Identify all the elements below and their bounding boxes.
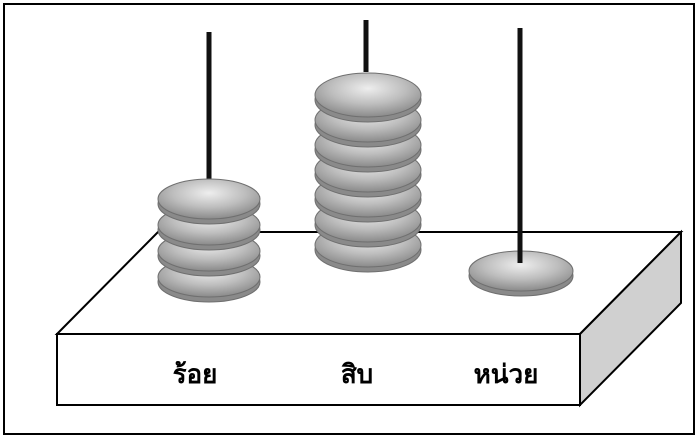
bead-stack-tens: [314, 72, 422, 273]
label-tens: สิบ: [341, 360, 373, 390]
base-front-face: [56, 333, 581, 406]
bead-stack-hundreds: [157, 178, 261, 303]
bead-face: [157, 178, 261, 220]
bead-tens: [314, 72, 422, 123]
bead-ones: [468, 250, 574, 297]
bead-face: [314, 72, 422, 118]
bead-hundreds: [157, 178, 261, 225]
label-hundreds: ร้อย: [173, 360, 218, 390]
label-ones: หน่วย: [474, 360, 539, 390]
bead-stack-ones: [468, 250, 574, 297]
